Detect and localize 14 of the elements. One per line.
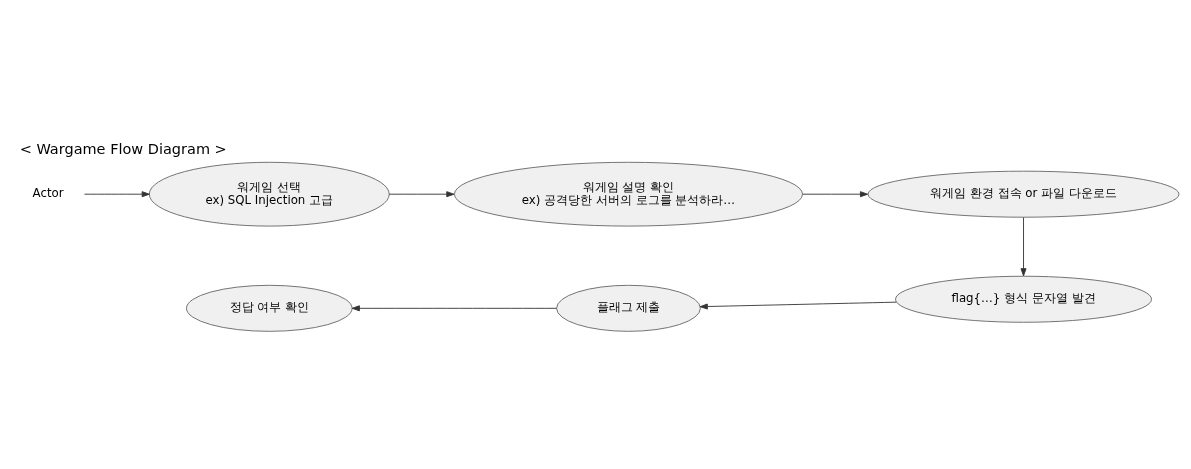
node-ellipse: 워게임 환경 접속 or 파일 다운로드 bbox=[867, 170, 1180, 218]
node-ellipse: flag{…} 형식 문자열 발견 bbox=[895, 275, 1152, 323]
node-ellipse: 정답 여부 확인 bbox=[186, 284, 353, 332]
arrow bbox=[351, 304, 557, 311]
arrow bbox=[1020, 216, 1027, 276]
arrow bbox=[84, 190, 150, 197]
arrow bbox=[388, 190, 455, 197]
node-text: Actor bbox=[32, 185, 64, 200]
arrow bbox=[699, 301, 897, 309]
arrow bbox=[802, 190, 869, 197]
node-ellipse: 워게임 선택 ex) SQL Injection 고급 bbox=[148, 161, 390, 227]
node-ellipse: 워게임 설명 확인 ex) 공격당한 서버의 로그를 분석하라… bbox=[453, 161, 803, 227]
diagram-title: < Wargame Flow Diagram > bbox=[19, 140, 227, 157]
node-ellipse: 플래그 제출 bbox=[556, 284, 701, 332]
